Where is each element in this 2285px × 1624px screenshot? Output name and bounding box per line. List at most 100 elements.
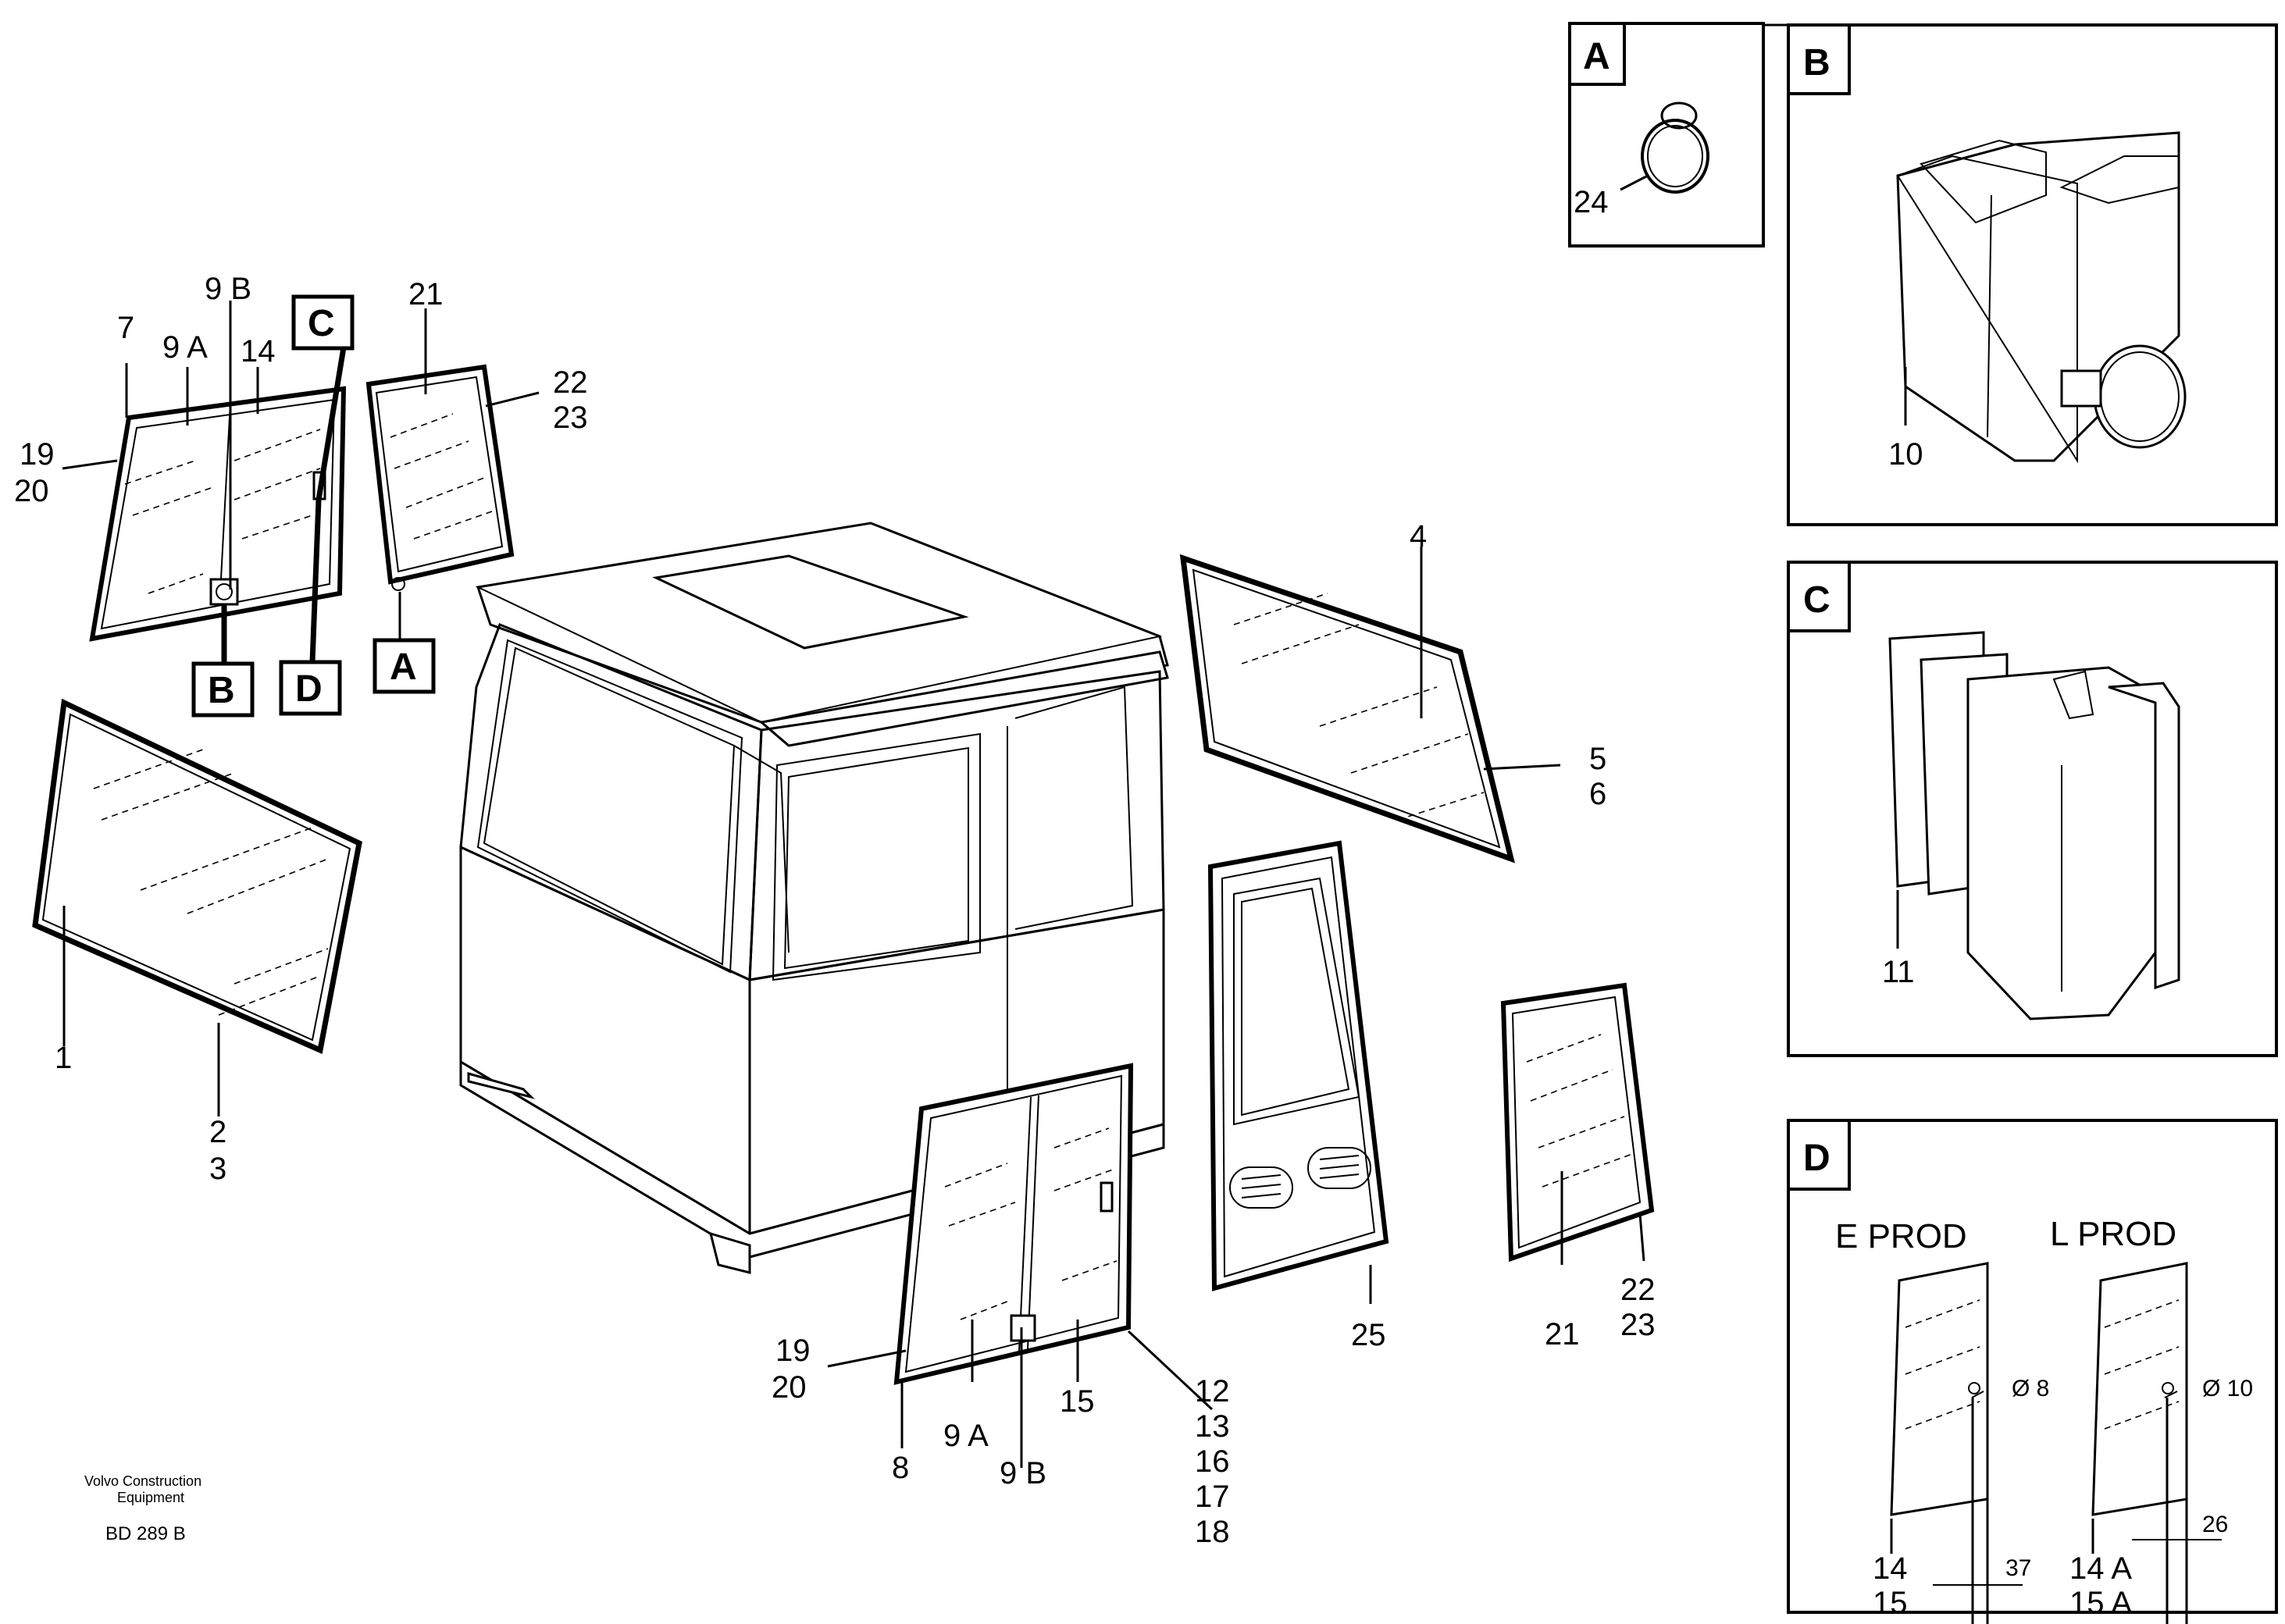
marker-d-box bbox=[279, 660, 342, 716]
hole-l-prod bbox=[2162, 1382, 2174, 1394]
door-hinge bbox=[1100, 1181, 1114, 1213]
marker-b-label: B bbox=[208, 670, 235, 711]
callout-12: 12 bbox=[1195, 1374, 1230, 1409]
window-21-bottom bbox=[1500, 982, 1655, 1263]
callout-23-bottom: 23 bbox=[1620, 1308, 1656, 1342]
cab-foot-right bbox=[708, 1231, 751, 1274]
cab-roof-top-edge bbox=[475, 522, 1163, 724]
leader-19-20-top bbox=[62, 459, 118, 470]
callout-20-top: 20 bbox=[14, 474, 49, 508]
ring-clip bbox=[1660, 102, 1698, 130]
e-prod-part-14: 14 bbox=[1873, 1551, 1908, 1586]
hole-e-prod bbox=[1968, 1382, 1980, 1394]
callout-11: 11 bbox=[1882, 955, 1915, 989]
e-prod-part-15: 15 bbox=[1873, 1586, 1908, 1620]
l-prod-dimension: 26 bbox=[2202, 1512, 2228, 1537]
cab-side-frame bbox=[748, 670, 1165, 981]
callout-17: 17 bbox=[1195, 1480, 1230, 1514]
detail-d-label: D bbox=[1803, 1138, 1830, 1179]
marker-b-box bbox=[191, 661, 255, 718]
cab-door-window bbox=[772, 732, 981, 981]
callout-10: 10 bbox=[1888, 437, 1923, 472]
vent-left bbox=[1229, 1166, 1293, 1209]
company-name-line2: Equipment bbox=[117, 1490, 184, 1505]
knob bbox=[2093, 344, 2187, 449]
callout-7: 7 bbox=[117, 311, 134, 345]
marker-a-box bbox=[373, 638, 436, 694]
callout-25: 25 bbox=[1351, 1318, 1386, 1352]
callout-9a-bottom: 9 A bbox=[943, 1419, 989, 1453]
window-door-lower bbox=[893, 1063, 1134, 1385]
leader-12-18 bbox=[1127, 1330, 1214, 1411]
detail-a-label: A bbox=[1583, 36, 1610, 77]
e-prod-dimension: 37 bbox=[2005, 1555, 2031, 1581]
callout-16: 16 bbox=[1195, 1444, 1230, 1479]
cab-front-window bbox=[483, 646, 736, 966]
knob-shaft bbox=[2060, 369, 2102, 408]
callout-20-bottom: 20 bbox=[772, 1370, 807, 1405]
l-prod-part-15a: 15 A bbox=[2069, 1586, 2132, 1620]
callout-1: 1 bbox=[55, 1041, 72, 1075]
cab-door-window-inner bbox=[783, 746, 969, 970]
l-prod-heading: L PROD bbox=[2050, 1215, 2176, 1253]
callout-22-bottom: 22 bbox=[1620, 1273, 1656, 1307]
callout-21-top: 21 bbox=[408, 277, 444, 312]
detail-c-label: C bbox=[1803, 579, 1830, 621]
callout-4: 4 bbox=[1410, 519, 1427, 554]
vent-right bbox=[1307, 1147, 1371, 1189]
leader-d-marker bbox=[309, 499, 322, 663]
detail-box-b bbox=[1787, 23, 2278, 526]
document-code: BD 289 B bbox=[105, 1523, 186, 1544]
callout-3: 3 bbox=[209, 1152, 226, 1186]
cab-body bbox=[459, 522, 1169, 1274]
callout-18: 18 bbox=[1195, 1515, 1230, 1549]
callout-2: 2 bbox=[209, 1115, 226, 1149]
e-prod-hole-size: Ø 8 bbox=[2012, 1376, 2049, 1401]
detail-box-d bbox=[1787, 1119, 2278, 1624]
leader-c-marker bbox=[315, 347, 347, 500]
callout-8: 8 bbox=[892, 1451, 909, 1485]
latch-9b-top bbox=[209, 578, 239, 606]
window-1 bbox=[32, 698, 362, 1054]
cab-inner-post bbox=[733, 745, 790, 953]
callout-19-top: 19 bbox=[20, 437, 55, 472]
callout-23-top: 23 bbox=[553, 401, 588, 435]
callout-24: 24 bbox=[1574, 185, 1609, 219]
e-prod-heading: E PROD bbox=[1835, 1217, 1967, 1255]
leader-5-6 bbox=[1483, 764, 1561, 771]
leader-22-23-bottom bbox=[1638, 1213, 1645, 1262]
marker-d-label: D bbox=[295, 668, 323, 710]
callout-21-bottom: 21 bbox=[1545, 1317, 1580, 1352]
leader-19-20-bottom bbox=[827, 1349, 907, 1368]
callout-14-top: 14 bbox=[241, 334, 276, 369]
detail-box-c bbox=[1787, 561, 2278, 1057]
marker-a-label: A bbox=[390, 646, 417, 688]
cab-rear-window bbox=[1014, 686, 1134, 930]
callout-9b-bottom: 9 B bbox=[1000, 1456, 1046, 1490]
leader-22-23-top bbox=[485, 391, 540, 408]
window-7-group bbox=[89, 386, 347, 642]
company-name-line1: Volvo Construction bbox=[84, 1473, 201, 1489]
roof-fascia bbox=[758, 650, 1169, 747]
ring-marker-a bbox=[391, 577, 405, 591]
l-prod-part-14a: 14 A bbox=[2069, 1551, 2132, 1586]
marker-c-label: C bbox=[308, 303, 335, 344]
callout-13: 13 bbox=[1195, 1409, 1230, 1444]
roof-hatch bbox=[652, 554, 969, 650]
leader-24 bbox=[1620, 174, 1649, 191]
callout-9a-top: 9 A bbox=[162, 330, 208, 365]
window-21-top bbox=[365, 364, 515, 591]
marker-c-box bbox=[291, 294, 355, 351]
callout-9b-top: 9 B bbox=[205, 272, 251, 306]
hinge-cover-11 bbox=[1966, 666, 2180, 1020]
cab-front-frame bbox=[459, 623, 763, 982]
l-prod-hole-size: Ø 10 bbox=[2202, 1376, 2253, 1401]
callout-5: 5 bbox=[1589, 742, 1606, 776]
callout-6: 6 bbox=[1589, 777, 1606, 811]
retaining-ring-24 bbox=[1641, 119, 1709, 194]
latch-9b-bottom bbox=[1010, 1314, 1036, 1342]
cab-foot-left bbox=[467, 1072, 535, 1099]
callout-19-bottom: 19 bbox=[775, 1334, 811, 1368]
detail-b-label: B bbox=[1803, 42, 1830, 84]
